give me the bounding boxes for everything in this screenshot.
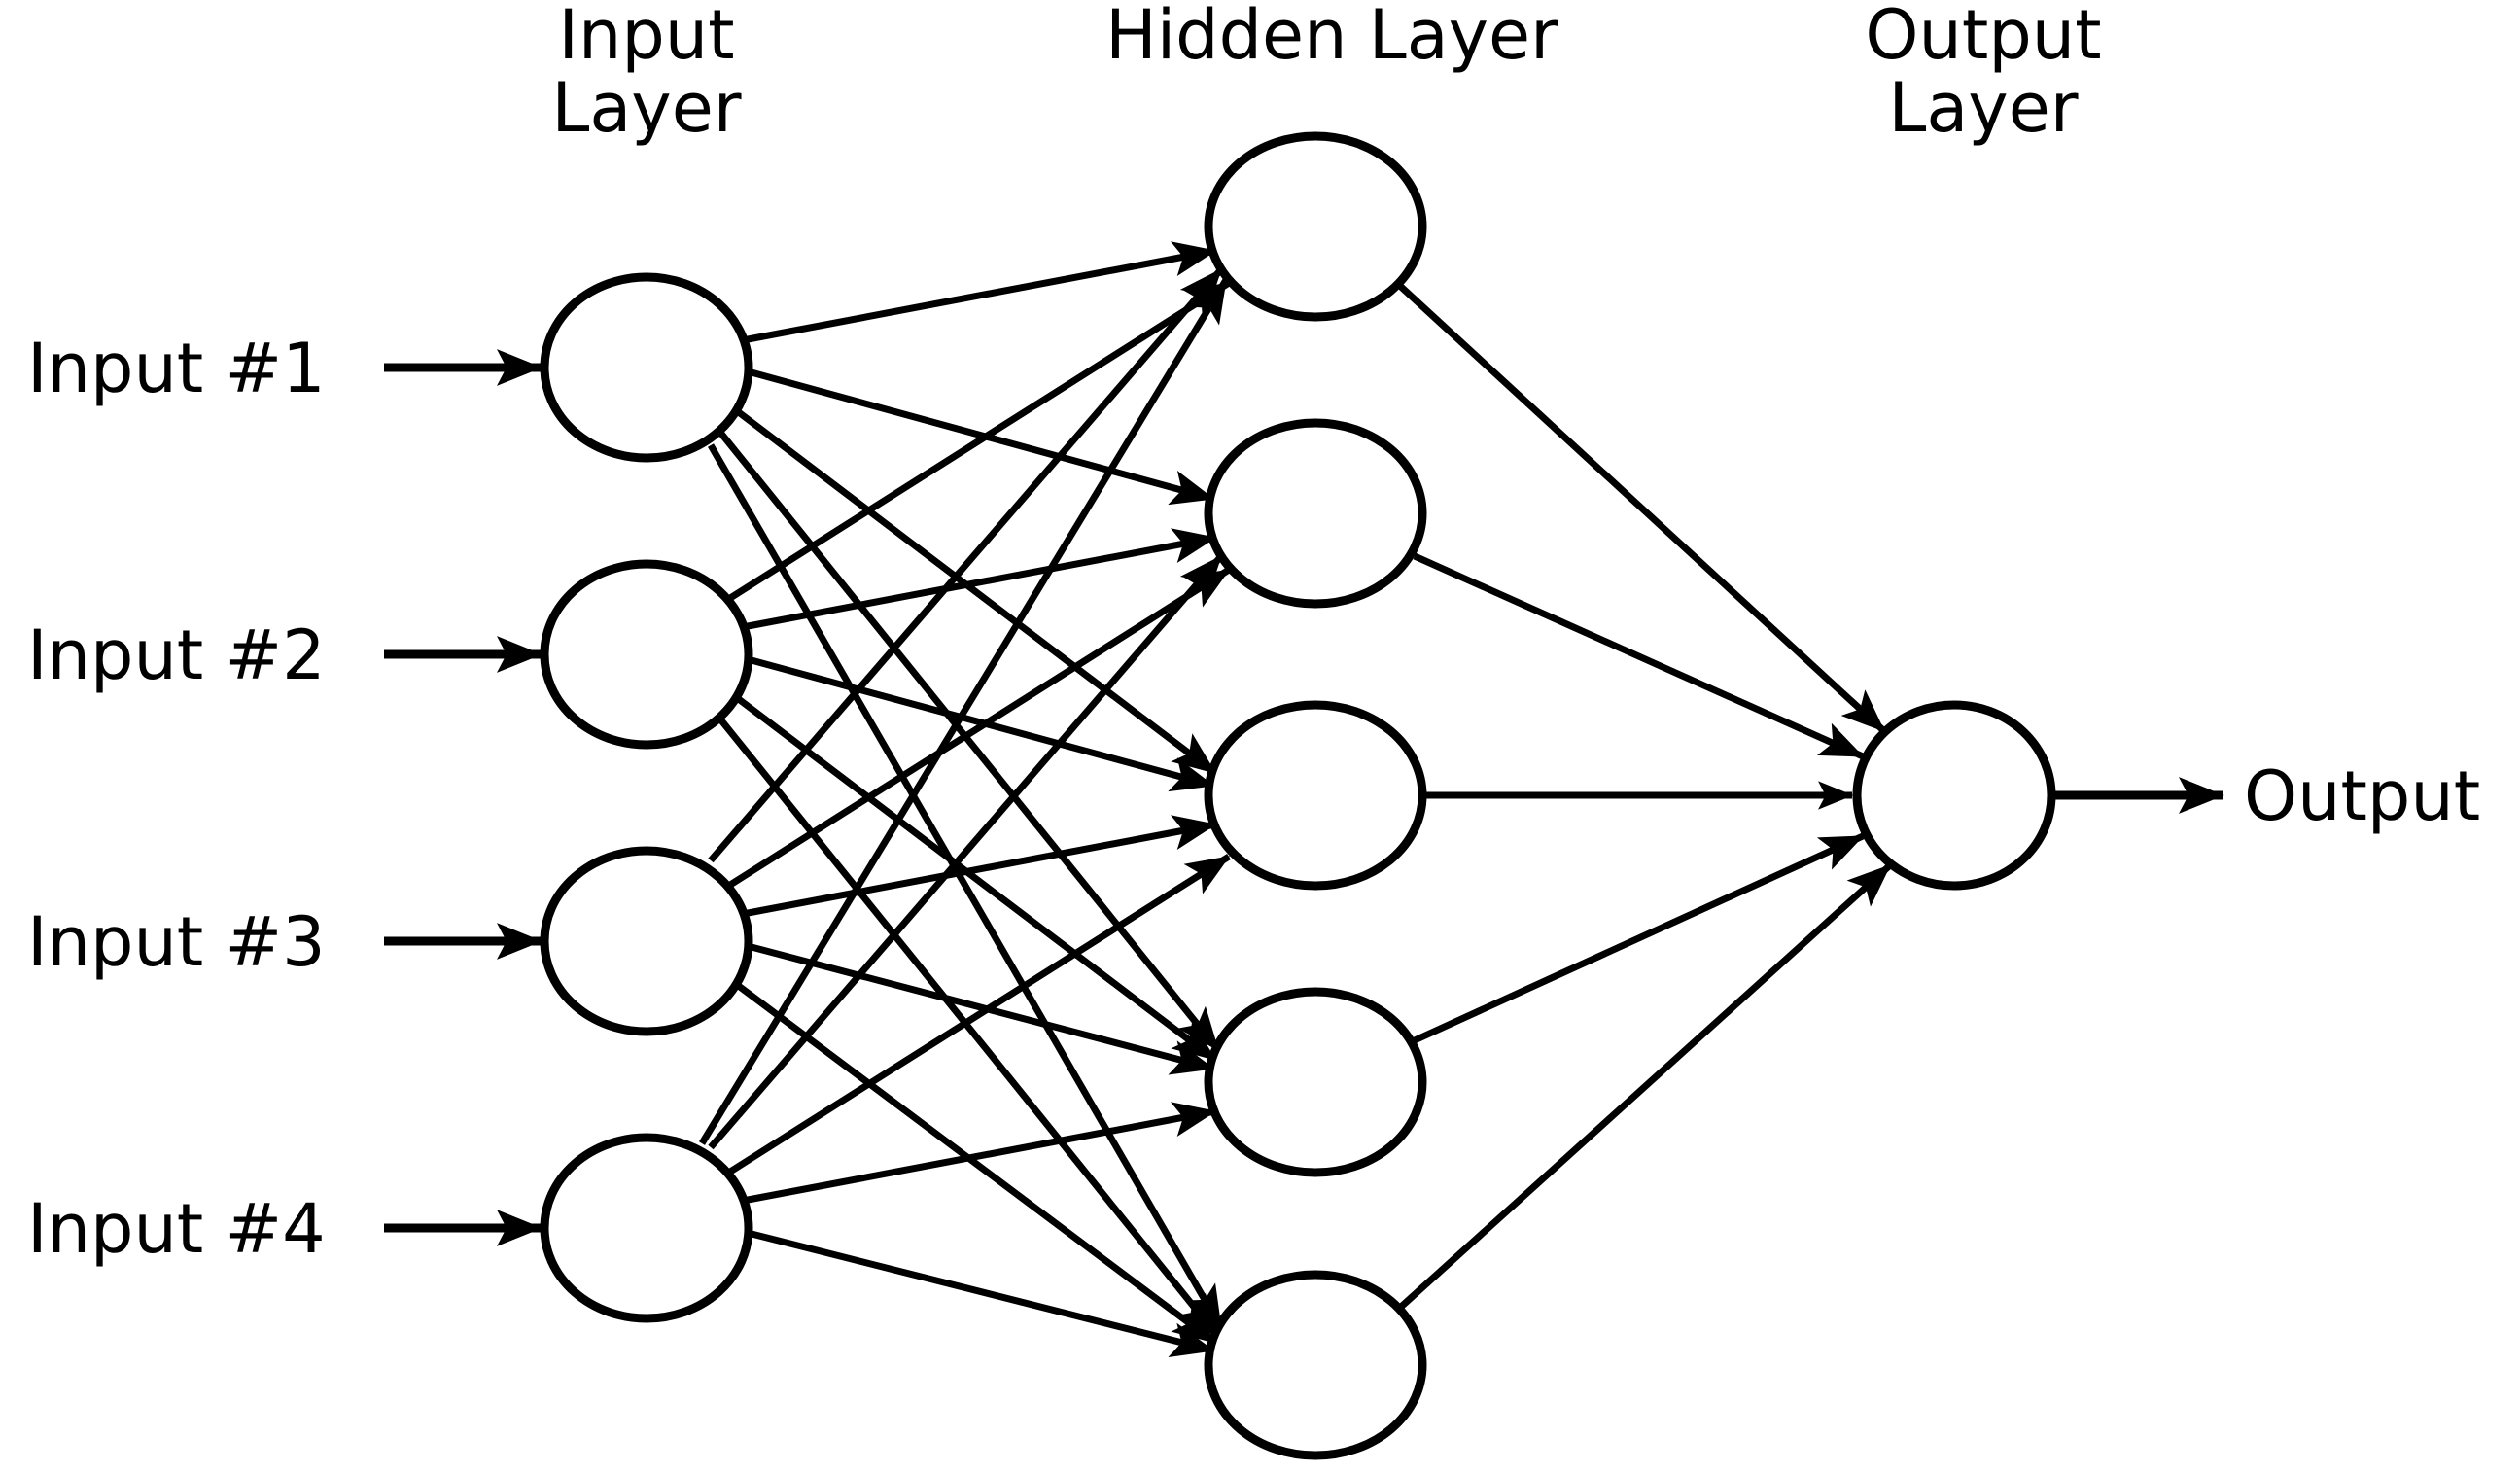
edge-h5-o1 bbox=[1397, 862, 1893, 1311]
input-layer-nodes bbox=[540, 272, 753, 1323]
edge-i1-h3 bbox=[733, 407, 1218, 776]
edge-i1-h2 bbox=[747, 368, 1215, 506]
edge-h4-o1 bbox=[1413, 832, 1865, 1044]
input-labels: Input #1 Input #2 Input #3 Input #4 bbox=[27, 329, 326, 1269]
edge-i1-h5 bbox=[707, 443, 1225, 1330]
edge-i2-h2 bbox=[742, 528, 1217, 631]
layer-titles: Input Layer Hidden Layer Output Layer bbox=[551, 0, 2101, 148]
edge-i4-h3 bbox=[725, 854, 1231, 1176]
edge-i4-h4 bbox=[742, 1102, 1217, 1205]
input-feed-arrows bbox=[384, 349, 542, 1246]
edge-i2-h4 bbox=[733, 694, 1218, 1063]
output-layer-title-line1: Output bbox=[1865, 0, 2101, 75]
edge-i3-h4 bbox=[747, 942, 1215, 1075]
edge-i3-h2 bbox=[725, 567, 1231, 890]
input-layer-title-line1: Input bbox=[558, 0, 734, 75]
input-node-1[interactable] bbox=[540, 272, 753, 463]
edge-i3-h3 bbox=[742, 815, 1217, 918]
output-label: Output bbox=[2244, 756, 2480, 836]
edge-i2-h1 bbox=[725, 280, 1231, 603]
edge-i3-h5 bbox=[733, 981, 1218, 1346]
input-node-4[interactable] bbox=[540, 1133, 753, 1323]
edge-i4-h5 bbox=[747, 1229, 1215, 1358]
edge-h1-o1 bbox=[1397, 283, 1887, 734]
input-label-4: Input #4 bbox=[27, 1189, 326, 1269]
edge-i4-h2 bbox=[708, 553, 1224, 1150]
input-layer-title-line2: Layer bbox=[551, 68, 741, 148]
edge-i1-h4 bbox=[718, 431, 1221, 1053]
hidden-layer-nodes bbox=[1204, 131, 1427, 1460]
edge-i2-h3 bbox=[747, 655, 1215, 792]
output-node-1[interactable] bbox=[1852, 700, 2056, 891]
hidden-node-1[interactable] bbox=[1204, 131, 1427, 322]
input-label-1: Input #1 bbox=[27, 329, 326, 408]
output-layer-title-line2: Layer bbox=[1888, 68, 2078, 148]
hidden-to-output-edges bbox=[1397, 283, 1893, 1311]
edge-i2-h5 bbox=[718, 718, 1221, 1340]
hidden-node-2[interactable] bbox=[1204, 418, 1427, 609]
output-layer-nodes bbox=[1852, 700, 2056, 891]
edge-i3-h1 bbox=[708, 266, 1224, 863]
hidden-layer-title: Hidden Layer bbox=[1105, 0, 1558, 75]
hidden-node-3[interactable] bbox=[1204, 700, 1427, 891]
edge-i4-h1 bbox=[699, 278, 1229, 1145]
input-to-hidden-edges bbox=[699, 241, 1231, 1358]
input-label-3: Input #3 bbox=[27, 902, 326, 982]
hidden-node-5[interactable] bbox=[1204, 1270, 1427, 1460]
hidden-node-4[interactable] bbox=[1204, 987, 1427, 1177]
input-node-2[interactable] bbox=[540, 559, 753, 750]
input-node-3[interactable] bbox=[540, 846, 753, 1036]
input-label-2: Input #2 bbox=[27, 615, 326, 695]
edge-h2-o1 bbox=[1413, 552, 1865, 760]
edge-i1-h1 bbox=[742, 241, 1217, 344]
